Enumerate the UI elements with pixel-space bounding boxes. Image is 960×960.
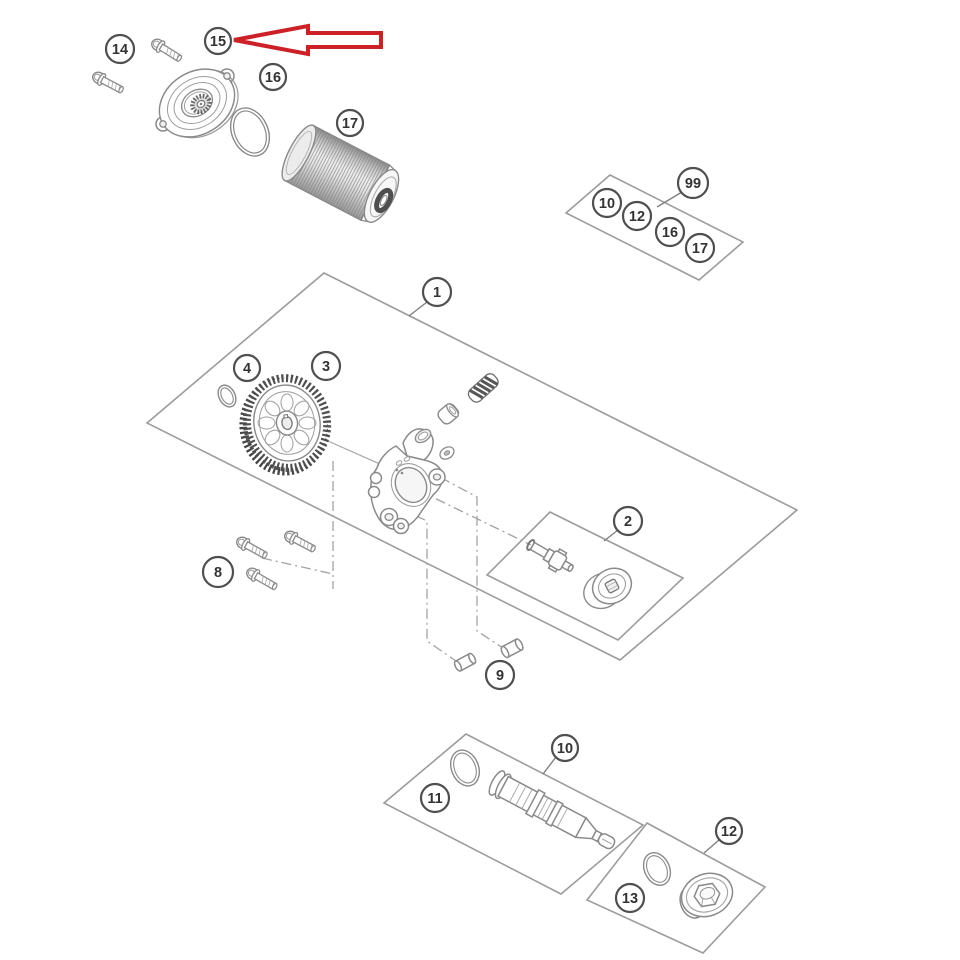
callout-99: 99 [656,166,710,208]
assembly-box-1 [145,272,799,661]
o-ring-16 [229,107,271,157]
callout-circle-8 [201,555,235,589]
callout-circle-10 [591,187,623,219]
callout-leader-12 [703,839,720,854]
callout-circle-16 [654,216,686,248]
oil-drain-plug [679,872,734,919]
callout-label-11: 11 [427,791,442,807]
oil-filter [281,124,400,223]
callout-label-99: 99 [685,176,701,192]
callout-label-3: 3 [322,359,330,375]
callout-2: 2 [603,505,644,542]
callout-label-12: 12 [629,209,645,225]
pump-cover-rotor [190,93,212,115]
phantom-line-right-bushing [422,467,504,649]
callout-circle-17 [335,108,365,138]
callout-circle-10 [550,733,580,763]
callout-label-4: 4 [243,361,251,377]
oil-pump-body [367,428,446,535]
bolt-8-c [243,564,281,594]
callout-circle-17 [684,232,716,264]
callout-10: 10 [542,733,580,775]
callout-leader-99 [656,191,683,208]
callout-label-16: 16 [265,70,281,86]
callout-circle-12 [714,816,744,846]
bolt-8-b [281,527,319,556]
callout-10: 10 [591,187,623,219]
oil-pump-cover [155,68,239,139]
group-boxes [145,174,799,954]
assembly-box-2 [485,511,685,641]
callout-label-14: 14 [112,42,128,58]
relief-valve-piston [437,403,460,425]
callout-label-8: 8 [214,565,222,581]
callout-label-13: 13 [622,891,638,907]
callout-16: 16 [654,216,686,248]
callout-circle-14 [104,33,136,65]
callout-15: 15 [203,26,233,56]
callout-circle-13 [614,882,646,914]
callout-17: 17 [684,232,716,264]
phantom-line-valve [417,489,532,546]
callout-circle-11 [419,782,451,814]
callout-16: 16 [258,62,288,92]
callout-1: 1 [408,276,453,317]
callout-circle-3 [310,350,342,382]
bolt-14-a [148,35,185,66]
callout-leader-10 [542,756,557,775]
callout-12: 12 [621,200,653,232]
callout-label-12: 12 [721,824,737,840]
washer [439,446,455,460]
bolt-14-b [89,68,127,97]
callout-circle-1 [421,276,453,308]
oil-pump-gear [239,374,332,476]
callout-label-10: 10 [599,196,615,212]
assembly-box-10 [382,733,645,895]
callout-label-17: 17 [342,116,358,132]
relief-valve-spring [467,373,499,403]
callout-12: 12 [703,816,744,854]
bypass-valve-pin [526,539,574,574]
callout-14: 14 [104,33,136,65]
callout-label-9: 9 [496,668,504,684]
callout-leader-1 [408,301,428,317]
callout-circle-9 [484,659,516,691]
callout-label-1: 1 [433,285,441,301]
callout-label-15: 15 [210,34,226,50]
oil-pump-shaft [488,770,616,850]
red-pointer-arrow [233,23,383,57]
assembly-box-12 [585,821,767,954]
callout-13: 13 [614,882,646,914]
callout-leader-2 [603,529,619,542]
callout-label-2: 2 [624,514,632,530]
dowel-bushing-left [453,652,477,672]
callout-circle-2 [612,505,644,537]
parts-layer [89,35,734,919]
callout-circle-99 [676,166,710,200]
callout-label-10: 10 [557,741,573,757]
o-ring-4 [217,384,237,408]
callout-9: 9 [484,659,516,691]
callout-4: 4 [232,353,262,383]
callout-11: 11 [419,782,451,814]
callout-circle-15 [203,26,233,56]
phantom-line-left-bushing [397,506,457,662]
o-ring-11 [449,749,481,787]
callout-circle-16 [258,62,288,92]
dowel-bushing-right [500,638,524,659]
gasket-kit-box-99 [564,174,745,281]
bypass-valve-cup [583,567,633,610]
callout-label-16: 16 [662,225,678,241]
callout-circle-12 [621,200,653,232]
o-ring-13 [642,852,672,886]
phantom-line-screws-diagonal [261,557,334,575]
callout-label-17: 17 [692,241,708,257]
bolt-8-a [233,533,271,563]
callout-8: 8 [201,555,235,589]
callout-circle-4 [232,353,262,383]
callout-3: 3 [310,350,342,382]
callout-17: 17 [335,108,365,138]
